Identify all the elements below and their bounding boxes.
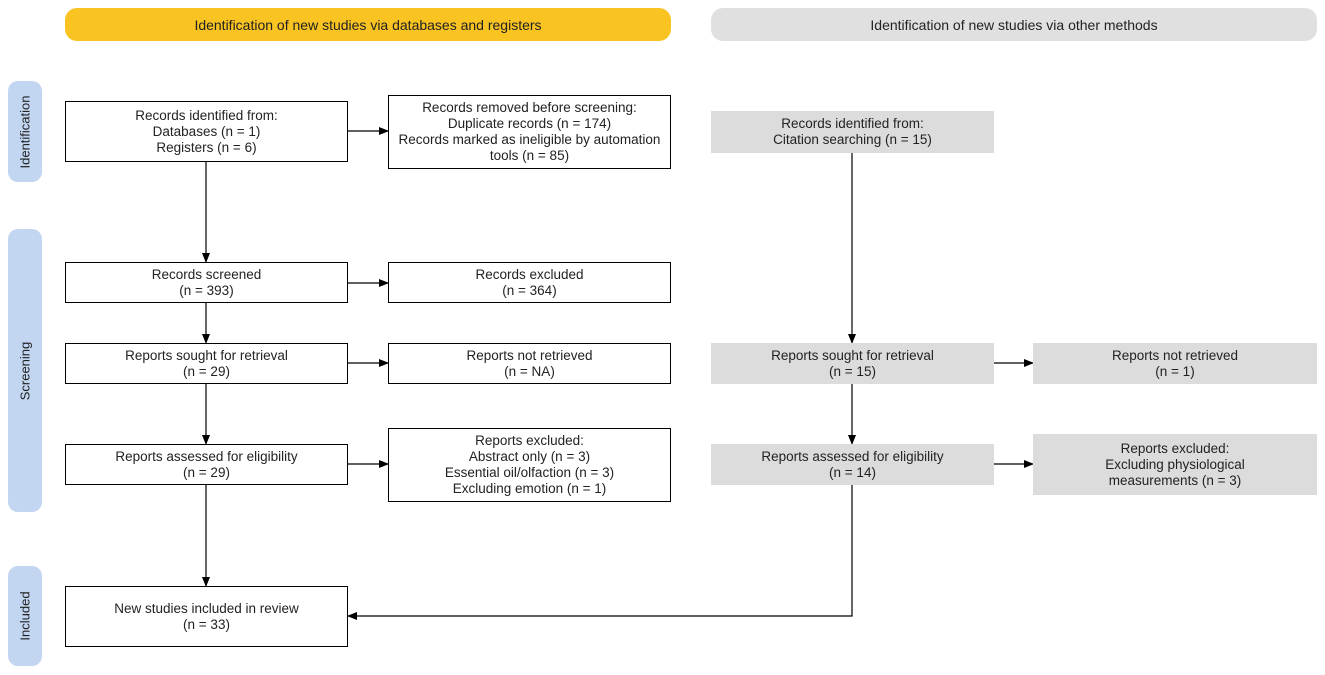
box-line: measurements (n = 3) bbox=[1108, 472, 1242, 488]
box-line: Records removed before screening: bbox=[422, 100, 637, 115]
box-line: Excluding emotion (n = 1) bbox=[452, 481, 607, 496]
studies-included-box: New studies included in review (n = 33) bbox=[65, 586, 348, 647]
reports-assessed-box: Reports assessed for eligibility (n = 29… bbox=[65, 444, 348, 485]
box-line: (n = 29) bbox=[183, 363, 230, 379]
databases-header-label: Identification of new studies via databa… bbox=[194, 16, 542, 33]
box-line: Records marked as ineligible by automati… bbox=[398, 132, 661, 147]
box-line: (n = 15) bbox=[829, 363, 876, 379]
box-line: Reports sought for retrieval bbox=[125, 347, 288, 363]
citation-records-box: Records identified from: Citation search… bbox=[711, 111, 994, 153]
included-phase-label: Included bbox=[8, 566, 42, 666]
box-line: Registers (n = 6) bbox=[156, 139, 257, 155]
box-line: (n = NA) bbox=[504, 363, 555, 379]
records-excluded-box: Records excluded (n = 364) bbox=[388, 262, 671, 303]
other-reports-excluded-box: Reports excluded: Excluding physiologica… bbox=[1033, 434, 1317, 495]
box-line: (n = 29) bbox=[183, 464, 230, 480]
databases-header: Identification of new studies via databa… bbox=[65, 8, 671, 41]
records-identified-box: Records identified from: Databases (n = … bbox=[65, 101, 348, 162]
box-line: Records excluded bbox=[475, 266, 584, 282]
box-line: Essential oil/olfaction (n = 3) bbox=[444, 465, 615, 480]
box-line: New studies included in review bbox=[114, 600, 299, 616]
box-line: Reports excluded: bbox=[1120, 440, 1230, 456]
box-line: Databases (n = 1) bbox=[152, 123, 261, 139]
records-screened-box: Records screened (n = 393) bbox=[65, 262, 348, 303]
box-line: Citation searching (n = 15) bbox=[773, 132, 932, 147]
box-line: Reports sought for retrieval bbox=[771, 347, 934, 363]
box-line: (n = 1) bbox=[1155, 363, 1195, 379]
other-reports-not-retrieved-box: Reports not retrieved (n = 1) bbox=[1033, 343, 1317, 384]
box-line: tools (n = 85) bbox=[489, 148, 570, 163]
box-line: (n = 14) bbox=[829, 464, 876, 480]
box-line: Reports assessed for eligibility bbox=[115, 448, 298, 464]
box-line: (n = 393) bbox=[179, 282, 234, 298]
box-line: (n = 33) bbox=[183, 616, 230, 632]
box-line: Records screened bbox=[151, 266, 262, 282]
box-line: Reports excluded: bbox=[475, 433, 584, 448]
other-reports-sought-box: Reports sought for retrieval (n = 15) bbox=[711, 343, 994, 384]
box-line: Duplicate records (n = 174) bbox=[447, 116, 612, 131]
box-line: Reports assessed for eligibility bbox=[761, 448, 944, 464]
other-methods-header-label: Identification of new studies via other … bbox=[870, 16, 1158, 33]
reports-excluded-box: Reports excluded: Abstract only (n = 3) … bbox=[388, 428, 671, 502]
box-line: Excluding physiological bbox=[1105, 456, 1245, 472]
other-methods-header: Identification of new studies via other … bbox=[711, 8, 1317, 41]
box-line: Abstract only (n = 3) bbox=[468, 449, 591, 464]
records-removed-box: Records removed before screening: Duplic… bbox=[388, 95, 671, 169]
box-line: Records identified from: bbox=[781, 116, 924, 131]
box-line: Reports not retrieved bbox=[1111, 347, 1239, 363]
arrow-other-assessed-to-included bbox=[347, 485, 853, 620]
box-line: (n = 364) bbox=[502, 282, 557, 298]
box-line: Reports not retrieved bbox=[466, 347, 593, 363]
reports-not-retrieved-box: Reports not retrieved (n = NA) bbox=[388, 343, 671, 384]
reports-sought-box: Reports sought for retrieval (n = 29) bbox=[65, 343, 348, 384]
box-line: Records identified from: bbox=[135, 107, 278, 123]
screening-phase-label: Screening bbox=[8, 229, 42, 512]
identification-phase-label: Identification bbox=[8, 81, 42, 182]
other-reports-assessed-box: Reports assessed for eligibility (n = 14… bbox=[711, 444, 994, 485]
